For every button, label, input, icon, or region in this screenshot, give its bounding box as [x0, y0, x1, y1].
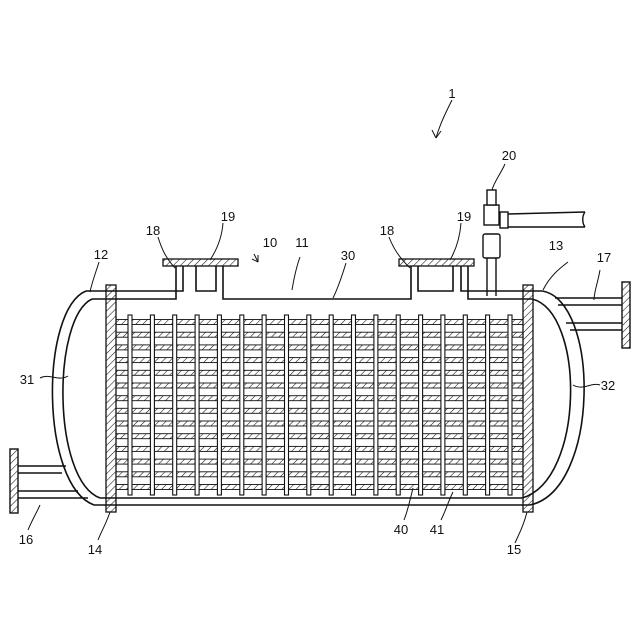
label-15: 15 — [507, 542, 521, 557]
label-17: 17 — [597, 250, 611, 265]
label-32: 32 — [601, 378, 615, 393]
baffle — [463, 315, 467, 495]
label-1: 1 — [448, 86, 455, 101]
right-tube-sheet — [523, 285, 533, 512]
baffle — [217, 315, 221, 495]
baffle — [150, 315, 154, 495]
label-16: 16 — [19, 532, 33, 547]
baffle — [262, 315, 266, 495]
label-12: 12 — [94, 247, 108, 262]
flange-left — [163, 259, 238, 266]
baffle — [307, 315, 311, 495]
baffle — [128, 315, 132, 495]
outlet-flange — [622, 282, 630, 348]
label-31: 31 — [20, 372, 34, 387]
baffle — [508, 315, 512, 495]
baffle — [419, 315, 423, 495]
label-10: 10 — [263, 235, 277, 250]
label-19-left: 19 — [221, 209, 235, 224]
label-18-right: 18 — [380, 223, 394, 238]
flange-right — [399, 259, 474, 266]
inlet-flange — [10, 449, 18, 513]
baffle — [195, 315, 199, 495]
tube-bundle — [116, 315, 523, 495]
label-41: 41 — [430, 522, 444, 537]
baffle — [441, 315, 445, 495]
label-19-right: 19 — [457, 209, 471, 224]
label-40: 40 — [394, 522, 408, 537]
label-20: 20 — [502, 148, 516, 163]
valve-assembly — [483, 190, 585, 296]
valve-cap — [487, 190, 496, 205]
left-tube-sheet — [106, 285, 116, 512]
valve-body-upper — [484, 205, 499, 225]
baffle — [352, 315, 356, 495]
outlet-nozzle — [555, 282, 630, 348]
label-30: 30 — [341, 248, 355, 263]
label-18-left: 18 — [146, 223, 160, 238]
baffle — [173, 315, 177, 495]
shell-top-wall — [86, 266, 542, 291]
baffle — [486, 315, 490, 495]
label-14: 14 — [88, 542, 102, 557]
baffle — [240, 315, 244, 495]
baffle — [396, 315, 400, 495]
inlet-nozzle — [10, 449, 88, 513]
label-11: 11 — [295, 235, 309, 250]
label-13: 13 — [549, 238, 563, 253]
baffle — [285, 315, 289, 495]
left-head-inner — [63, 299, 100, 498]
baffle — [374, 315, 378, 495]
shell-top-inner-wall — [92, 266, 532, 299]
baffle — [329, 315, 333, 495]
valve-port — [500, 212, 508, 228]
valve-body-lower — [483, 234, 500, 258]
